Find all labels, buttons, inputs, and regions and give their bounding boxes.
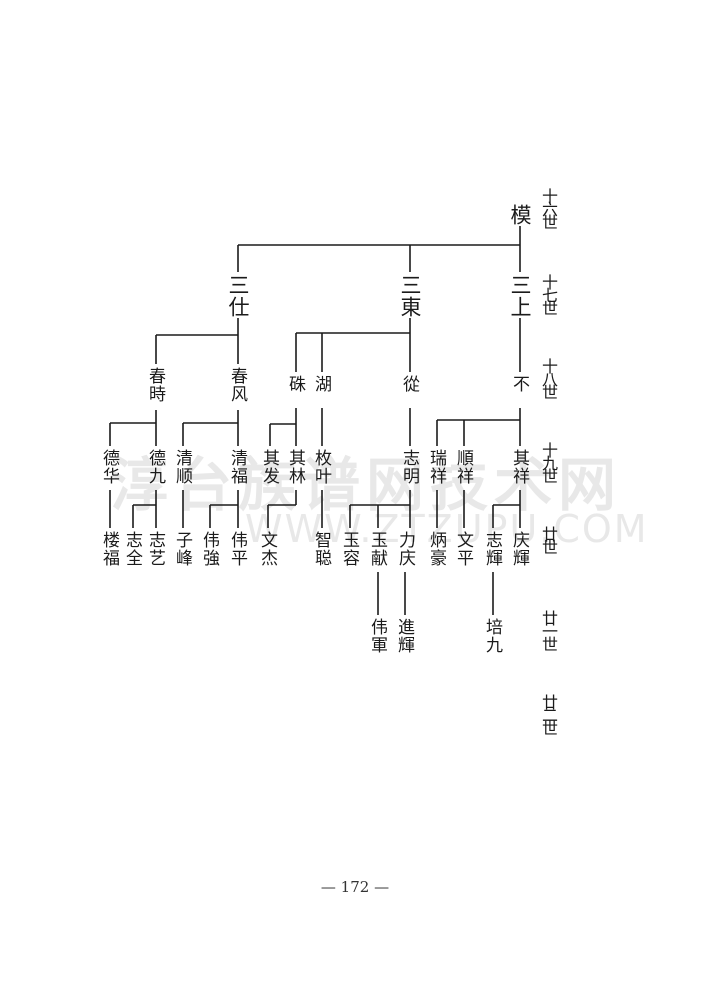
person-name: 楼福	[99, 531, 119, 567]
generation-label: 十九世	[539, 442, 558, 481]
person-name: 文平	[453, 531, 473, 567]
person-name: 其发	[259, 449, 279, 485]
person-name: 其祥	[509, 449, 529, 485]
page-number: — 172 —	[320, 878, 390, 896]
person-name: 德九	[145, 449, 165, 485]
person-name: 從	[399, 375, 419, 393]
person-name: 伟平	[227, 531, 247, 567]
person-name: 三仕	[226, 274, 250, 318]
person-name: 枚叶	[311, 449, 331, 485]
person-name: 春风	[227, 367, 247, 403]
generation-label: 廿一世	[539, 610, 558, 649]
person-name: 模	[508, 204, 532, 226]
person-name: 玉容	[339, 531, 359, 567]
person-name: 瑞祥	[426, 449, 446, 485]
person-name: 炳豪	[426, 531, 446, 567]
person-name: 志艺	[145, 531, 165, 567]
person-name: 智聪	[311, 531, 331, 567]
person-name: 順祥	[453, 449, 473, 485]
person-name: 湖	[311, 375, 331, 393]
person-name: 志輝	[482, 531, 502, 567]
generation-label: 十八世	[539, 358, 558, 397]
generation-label: 十六世	[539, 188, 558, 227]
person-name: 德华	[99, 449, 119, 485]
person-name: 硃	[285, 375, 305, 393]
generation-label: 廿世	[539, 526, 558, 552]
person-name: 伟強	[199, 531, 219, 567]
person-name: 文杰	[257, 531, 277, 567]
person-name: 力庆	[395, 531, 415, 567]
person-name: 清福	[227, 449, 247, 485]
person-name: 培九	[482, 618, 502, 654]
person-name: 志全	[122, 531, 142, 567]
person-name: 子峰	[172, 531, 192, 567]
person-name: 不	[509, 375, 529, 393]
person-name: 玉献	[367, 531, 387, 567]
person-name: 春時	[145, 367, 165, 403]
generation-label: 十七世	[539, 274, 558, 313]
generation-label: 廿二世	[539, 694, 558, 733]
person-name: 清顺	[172, 449, 192, 485]
person-name: 進輝	[394, 618, 414, 654]
person-name: 三東	[398, 274, 422, 318]
person-name: 庆輝	[509, 531, 529, 567]
person-name: 志明	[399, 449, 419, 485]
person-name: 三上	[508, 274, 532, 318]
person-name: 其林	[285, 449, 305, 485]
person-name: 伟軍	[367, 618, 387, 654]
